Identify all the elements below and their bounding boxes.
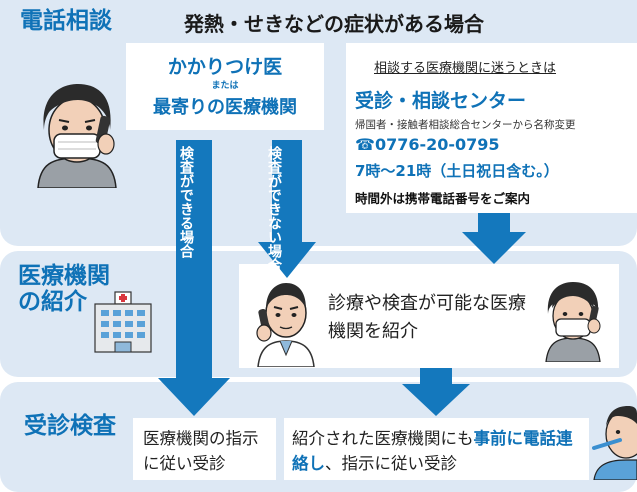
phone-icon: ☎ [355,135,375,154]
masked-patient-on-phone-icon [37,84,117,188]
exam-right-box: 紹介された医療機関にも事前に電話連絡し、指示に従い受診 [284,418,589,480]
arrows-layer [158,140,526,416]
family-doctor-or: または [211,81,239,91]
exam-right-text-emphasis: 事前に電話連絡し [292,429,573,473]
section-label-consult: 電話相談 [20,8,112,34]
page-title: 発熱・せきなどの症状がある場合 [184,12,484,36]
family-doctor-line2: 最寄りの医療機関 [153,97,297,118]
section-label-referral-line1: 医療機関 [18,263,110,289]
hospital-building-icon [94,291,152,353]
consultation-center-box: 相談する医療機関に迷うときは 受診・相談センター 帰国者・接触者相談総合センター… [346,43,637,213]
exam-right-text: 紹介された医療機関にも事前に電話連絡し、指示に従い受診 [292,426,586,476]
family-doctor-box: かかりつけ医 または 最寄りの医療機関 [126,43,324,130]
arrow-center-to-referral [462,213,526,264]
exam-left-text: 医療機関の指示に従い受診 [143,429,259,473]
center-rename-note: 帰国者・接触者相談総合センターから名称変更 [355,119,576,131]
section-label-referral-line2: の紹介 [18,289,87,316]
center-lead: 相談する医療機関に迷うときは [374,61,557,76]
center-after-hours: 時間外は携帯電話番号をご案内 [355,191,531,206]
section-label-exam: 受診検査 [24,413,116,439]
center-hours: 7時〜21時（土日祝日含む。） [355,162,559,180]
doctor-on-phone-icon [256,283,315,367]
referral-text: 診療や検査が可能な医療機関を紹介 [328,293,526,342]
nasal-swab-test-icon [592,406,637,480]
exam-left-box: 医療機関の指示に従い受診 [133,418,276,480]
center-phone-number: 0776-20-0795 [374,135,500,154]
arrow-label-can-test: 検査ができる場合 [178,146,194,258]
arrow-can-test [158,140,230,416]
exam-right-text-a: 紹介された医療機関にも [292,429,474,448]
center-phone-row: ☎0776-20-0795 [355,135,500,154]
arrow-referral-to-exam [402,368,470,416]
masked-patient-icon [545,282,601,362]
center-name: 受診・相談センター [355,90,527,112]
section-label-referral: 医療機関 の紹介 [18,263,110,316]
arrow-cannot-test [258,140,316,278]
exam-right-text-c: 、指示に従い受診 [325,454,457,473]
arrow-label-cannot-test: 検査ができない場合 [266,146,282,272]
family-doctor-line1: かかりつけ医 [167,56,283,78]
